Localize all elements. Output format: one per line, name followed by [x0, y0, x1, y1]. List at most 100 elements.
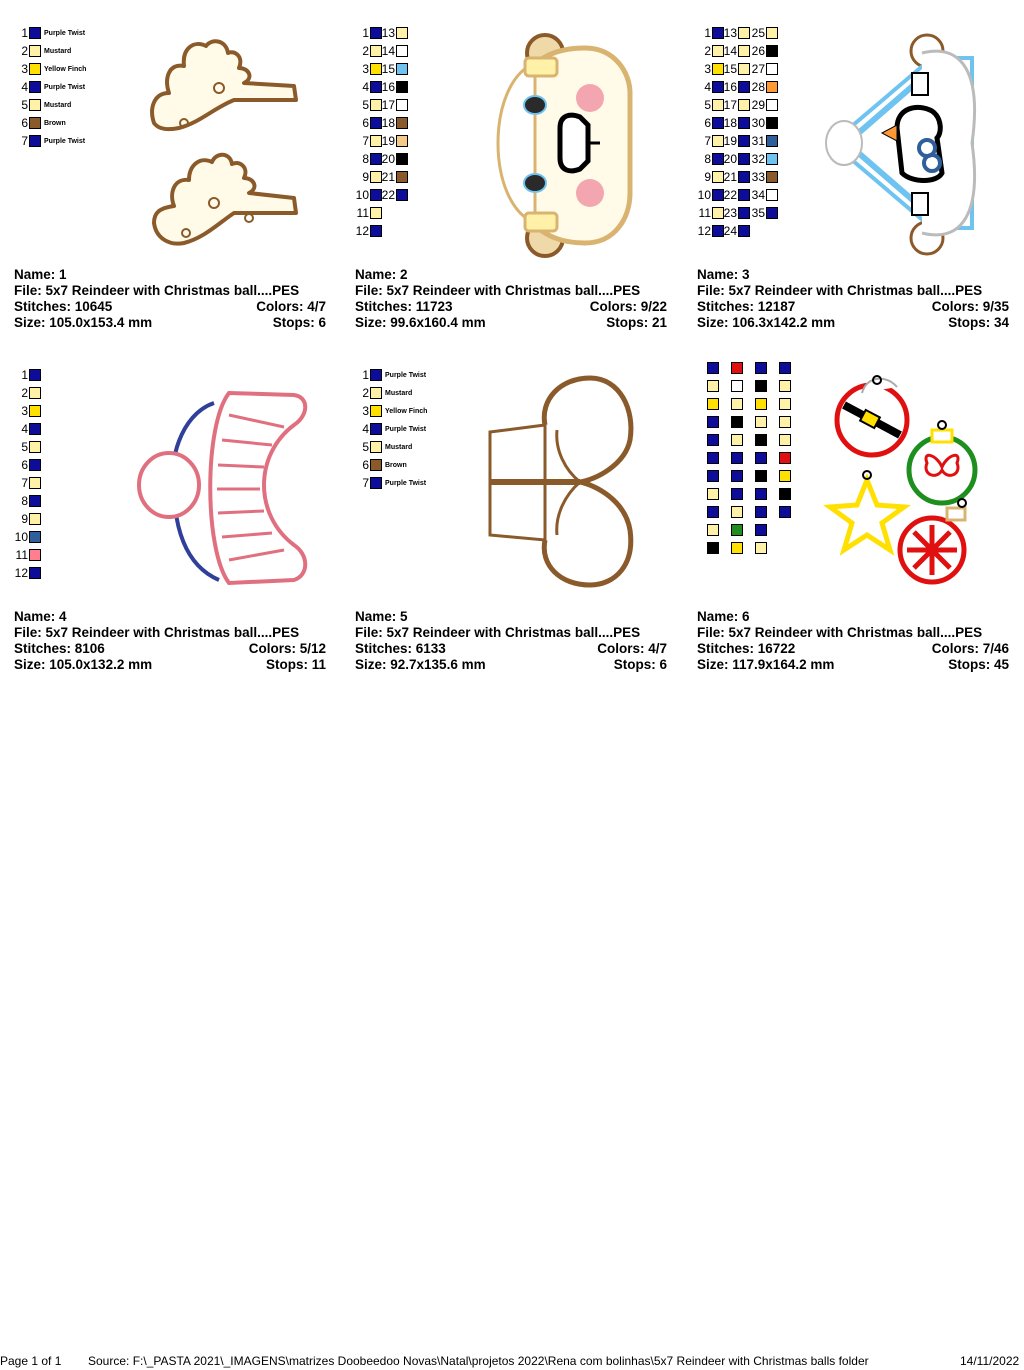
- color-swatch: [731, 380, 743, 392]
- chip-number: 22: [723, 188, 737, 202]
- thread-name: Purple Twist: [385, 371, 427, 379]
- design-file: File: 5x7 Reindeer with Christmas ball..…: [697, 625, 983, 640]
- color-swatch: [731, 416, 743, 428]
- color-chip: 12: [697, 224, 724, 238]
- thread-name: Purple Twist: [44, 137, 86, 145]
- color-swatch: [370, 171, 382, 183]
- color-chip: 12: [355, 224, 382, 238]
- color-swatch: [766, 27, 778, 39]
- color-count: Colors: 9/22: [589, 299, 667, 314]
- color-chip: 17: [379, 98, 408, 112]
- color-swatch: [738, 117, 750, 129]
- chip-number: 19: [381, 134, 395, 148]
- chip-number: 16: [381, 80, 395, 94]
- color-swatch: [731, 362, 743, 374]
- design-info: Name: 3 File: 5x7 Reindeer with Christma…: [697, 267, 1009, 331]
- chip-number: 5: [21, 98, 28, 112]
- chip-number: 22: [381, 188, 395, 202]
- color-swatch: [370, 459, 382, 471]
- design-name: Name: 3: [697, 267, 750, 282]
- color-swatch: [396, 81, 408, 93]
- color-swatch: [396, 27, 408, 39]
- color-swatch: [370, 225, 382, 237]
- color-swatch: [731, 470, 743, 482]
- chip-number: 10: [697, 188, 711, 202]
- color-swatch: [396, 63, 408, 75]
- color-swatch: [396, 45, 408, 57]
- color-chip: 5: [14, 440, 41, 454]
- chip-number: 29: [751, 98, 765, 112]
- chip-number: 7: [362, 134, 369, 148]
- color-chip: 32: [749, 152, 778, 166]
- color-swatch: [712, 63, 724, 75]
- color-chip: 35: [749, 206, 778, 220]
- christmas-ornaments-design-image: [823, 375, 978, 585]
- color-chip: 13: [379, 26, 408, 40]
- chip-number: 26: [751, 44, 765, 58]
- color-chip: 16: [379, 80, 408, 94]
- color-swatch: [370, 405, 382, 417]
- color-chip: 16: [721, 80, 750, 94]
- chip-number: 10: [355, 188, 369, 202]
- color-swatch: [738, 135, 750, 147]
- chip-number: 17: [723, 98, 737, 112]
- color-swatch: [712, 207, 724, 219]
- color-swatch: [370, 477, 382, 489]
- page-number: Page 1 of 1: [0, 1354, 62, 1368]
- color-chip: 31: [749, 134, 778, 148]
- chip-number: 25: [751, 26, 765, 40]
- color-chip: 21: [379, 170, 408, 184]
- color-swatch: [779, 470, 791, 482]
- color-swatch: [396, 171, 408, 183]
- color-swatch: [370, 45, 382, 57]
- design-cell-6: Name: 6 File: 5x7 Reindeer with Christma…: [697, 350, 1017, 672]
- color-chip: 5: [355, 98, 382, 112]
- stop-count: Stops: 34: [948, 315, 1009, 330]
- color-swatch: [396, 117, 408, 129]
- stitch-count: Stitches: 12187: [697, 299, 796, 314]
- thread-name: Mustard: [44, 47, 72, 55]
- chip-number: 20: [381, 152, 395, 166]
- chip-number: 8: [362, 152, 369, 166]
- color-swatch: [712, 27, 724, 39]
- chip-number: 2: [21, 386, 28, 400]
- chip-number: 7: [704, 134, 711, 148]
- color-swatch: [370, 207, 382, 219]
- color-chip: 34: [749, 188, 778, 202]
- color-swatch: [779, 506, 791, 518]
- color-swatch: [29, 81, 41, 93]
- chip-number: 13: [381, 26, 395, 40]
- color-swatch: [755, 380, 767, 392]
- color-swatch: [766, 99, 778, 111]
- chip-number: 10: [14, 530, 28, 544]
- design-info: Name: 4 File: 5x7 Reindeer with Christma…: [14, 609, 326, 673]
- color-chip: 4: [697, 80, 724, 94]
- thread-name: Brown: [44, 119, 66, 127]
- chip-number: 32: [751, 152, 765, 166]
- design-size: Size: 105.0x153.4 mm: [14, 315, 153, 330]
- chip-number: 5: [362, 98, 369, 112]
- color-swatch: [731, 506, 743, 518]
- color-chip: 6: [697, 116, 724, 130]
- chip-number: 12: [355, 224, 369, 238]
- color-swatch: [370, 99, 382, 111]
- color-swatch: [766, 63, 778, 75]
- chip-number: 3: [21, 404, 28, 418]
- design-size: Size: 105.0x132.2 mm: [14, 657, 153, 672]
- color-swatch: [712, 117, 724, 129]
- color-chip: 23: [721, 206, 750, 220]
- color-swatch: [779, 434, 791, 446]
- color-swatch: [731, 542, 743, 554]
- color-swatch: [707, 452, 719, 464]
- chip-number: 9: [704, 170, 711, 184]
- color-chip: 11: [697, 206, 724, 220]
- color-chip: 27: [749, 62, 778, 76]
- color-chip: 19: [721, 134, 750, 148]
- source-path: Source: F:\_PASTA 2021\_IMAGENS\matrizes…: [88, 1354, 869, 1368]
- design-file: File: 5x7 Reindeer with Christmas ball..…: [14, 283, 300, 298]
